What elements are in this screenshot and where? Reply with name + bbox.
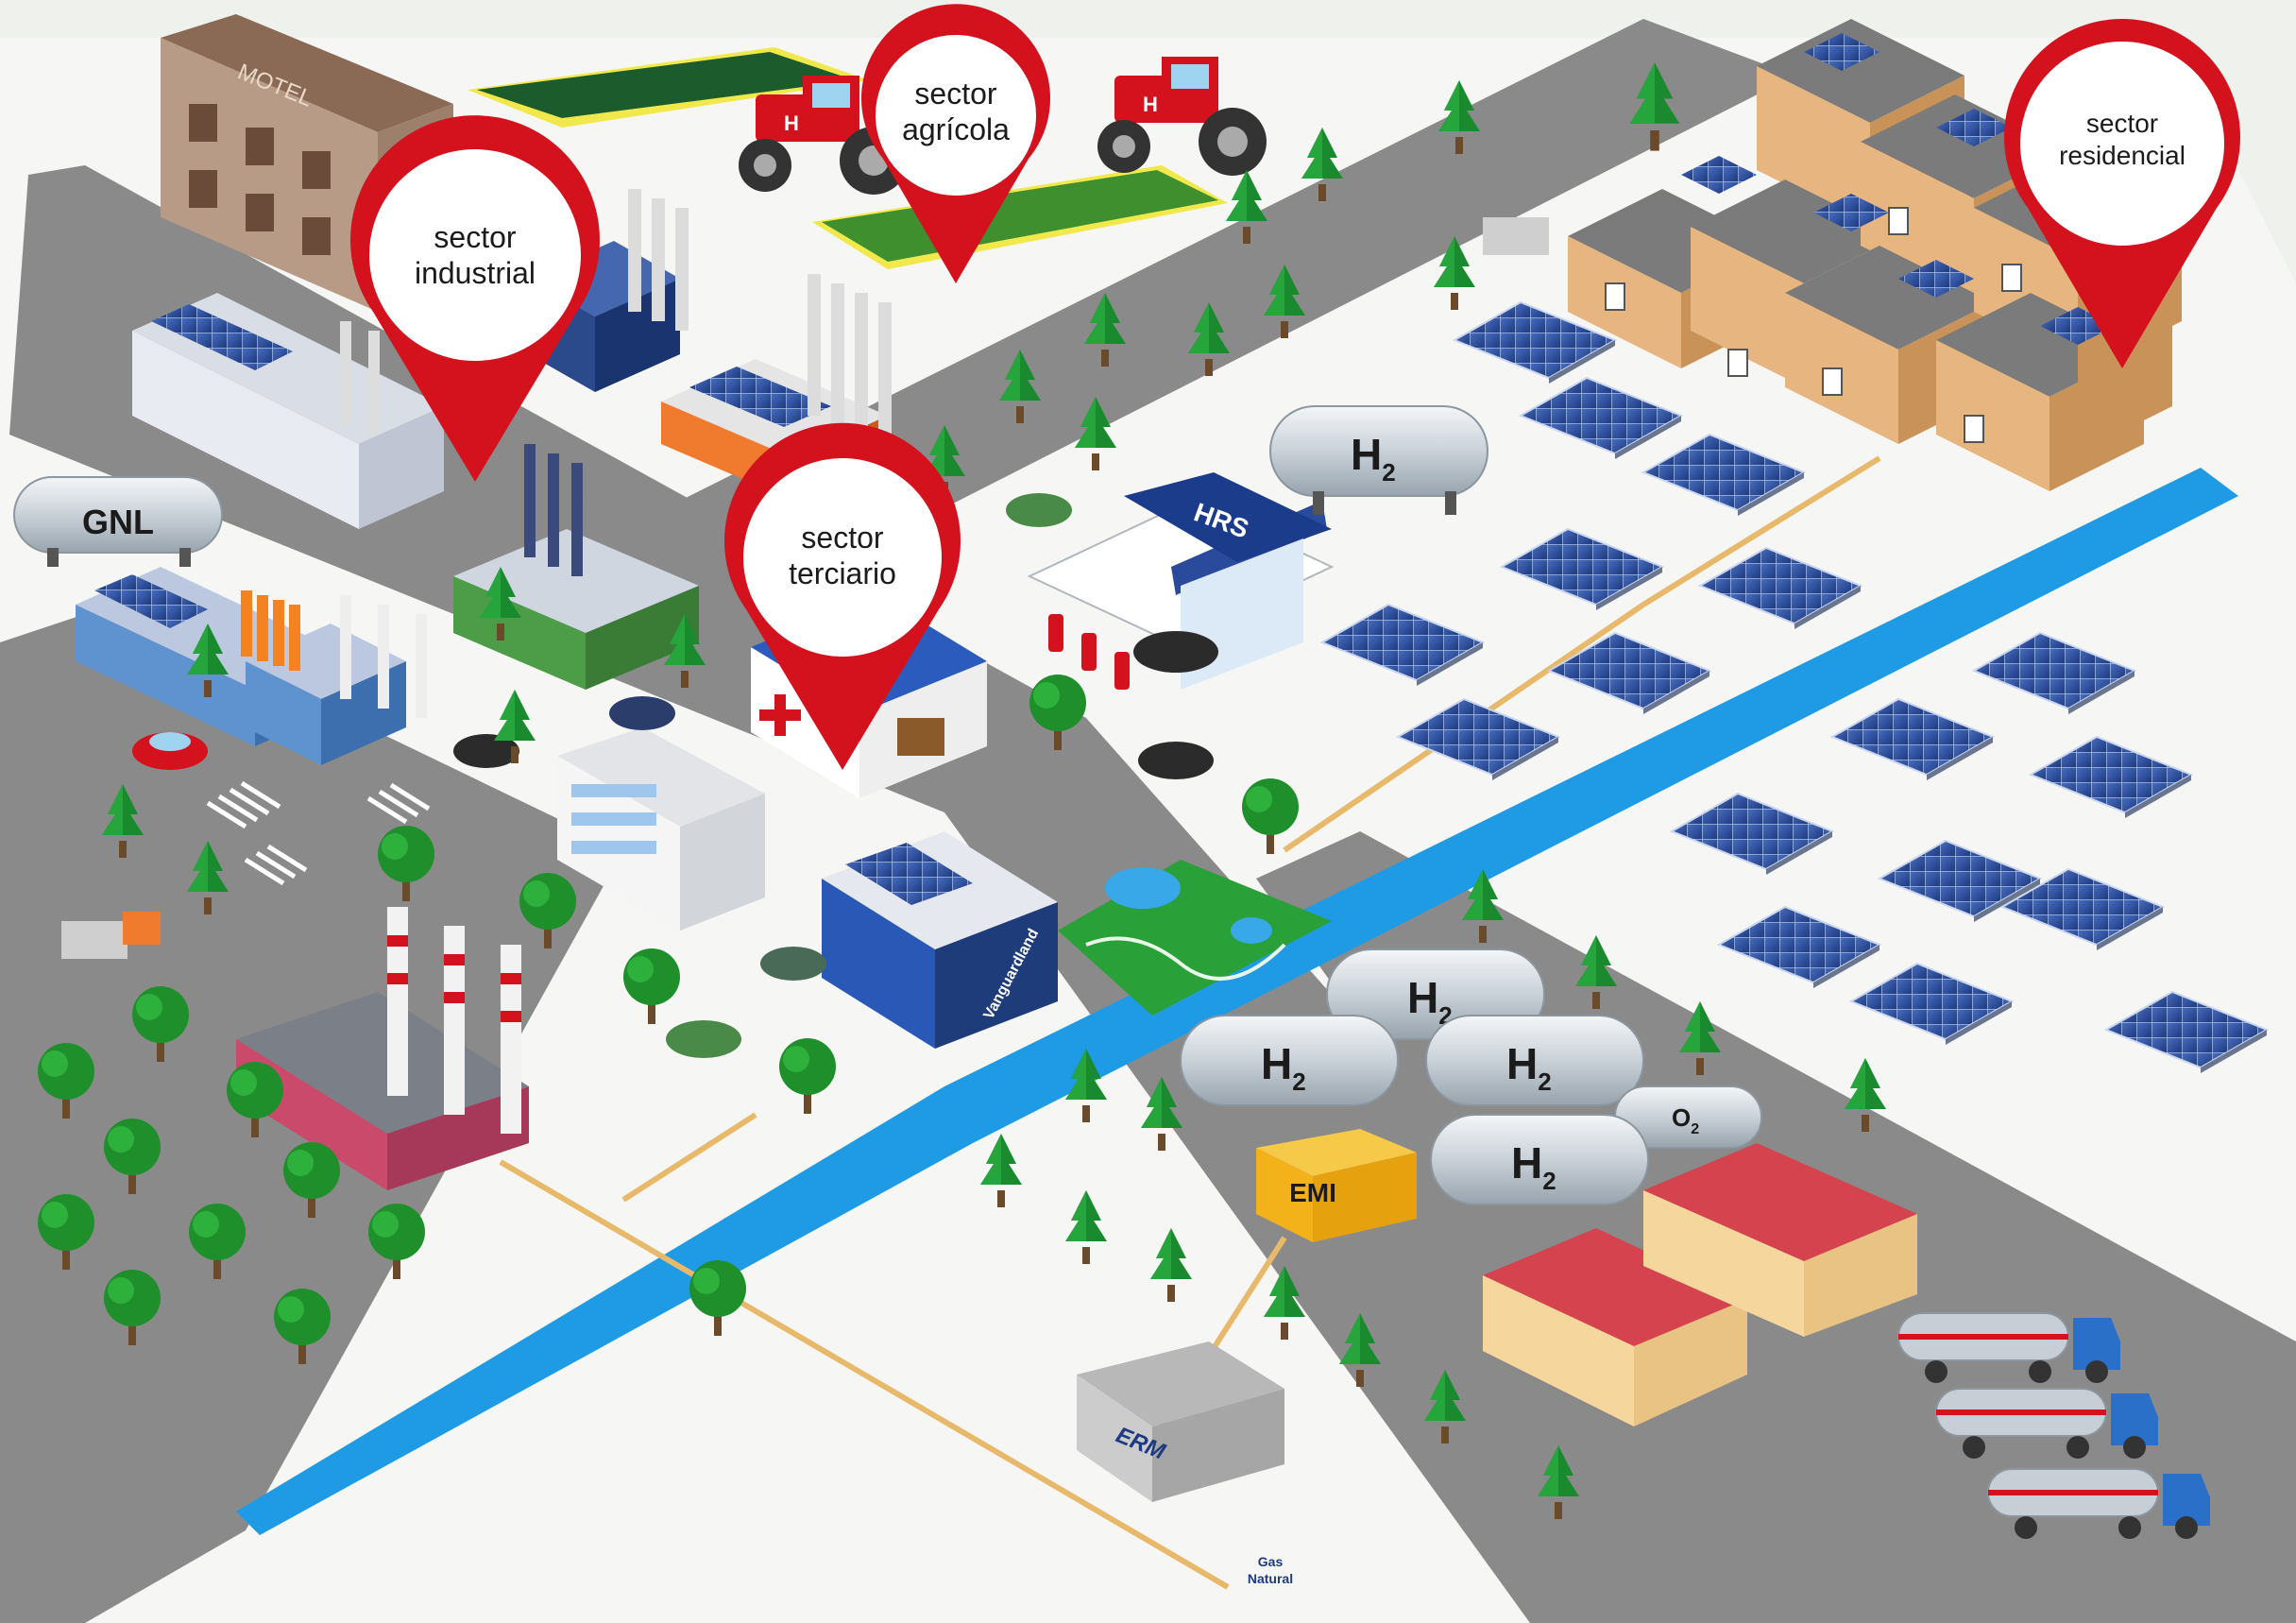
- o2-label: O: [1672, 1103, 1691, 1132]
- h2-subscript: 2: [1382, 458, 1395, 487]
- pin-agricola-line1: sector: [914, 77, 996, 111]
- hospital-icon: Vanguardland: [557, 595, 1058, 1049]
- gnl-label: GNL: [82, 503, 154, 541]
- svg-text:O2: O2: [1672, 1103, 1699, 1137]
- warehouses: [1483, 1143, 1917, 1427]
- car-icon: [666, 1020, 741, 1058]
- h2-label: H: [1261, 1039, 1292, 1088]
- svg-text:H2: H2: [1506, 1039, 1552, 1096]
- gnl-tank: GNL: [13, 476, 223, 567]
- hydrogen-tank-icon: H2: [1269, 405, 1488, 515]
- h2-label: H: [1407, 973, 1438, 1022]
- h2-label: H: [1506, 1039, 1538, 1088]
- car-icon: [1483, 217, 1549, 255]
- hydrogen-tank-cluster: H2 H2 H2 O2 H2: [1180, 948, 1762, 1205]
- car-icon: [61, 912, 161, 959]
- agricultural-fields: [468, 47, 1228, 269]
- hydrogen-tank-icon: H2: [1180, 1015, 1399, 1106]
- cars: [61, 217, 1549, 1058]
- tractor-icon: H: [1097, 57, 1267, 176]
- o2-subscript: 2: [1691, 1121, 1699, 1137]
- pin-terciario-line1: sector: [801, 521, 883, 555]
- pin-industrial-line1: sector: [434, 220, 516, 254]
- car-icon: [132, 732, 208, 770]
- h2-subscript: 2: [1292, 1068, 1305, 1096]
- crosswalks: [206, 780, 431, 886]
- h2-subscript: 2: [1538, 1068, 1551, 1096]
- tractor-h-label: H: [1143, 93, 1158, 116]
- tractor-icon: H: [739, 76, 908, 195]
- tractor-h-label: H: [784, 111, 799, 135]
- pin-terciario-line2: terciario: [789, 556, 896, 590]
- svg-text:H2: H2: [1261, 1039, 1306, 1096]
- svg-text:H2: H2: [1511, 1138, 1556, 1195]
- pin-residencial-line2: residencial: [2059, 141, 2185, 170]
- emi-container: EMI: [1256, 1129, 1417, 1242]
- car-icon: [1138, 742, 1214, 779]
- pin-residencial-line1: sector: [2086, 109, 2158, 138]
- pin-agricola-line2: agrícola: [902, 112, 1010, 146]
- pin-industrial-line2: industrial: [415, 256, 536, 290]
- tanker-truck-icon: [1935, 1388, 2158, 1459]
- car-icon: [609, 696, 675, 730]
- pin-sector-residencial[interactable]: sector residencial: [2004, 19, 2241, 369]
- car-icon: [1133, 631, 1218, 673]
- oxygen-tank: O2: [1614, 1085, 1762, 1149]
- park: [1058, 860, 1332, 1016]
- hydrogen-tank-icon: H2: [1430, 1114, 1649, 1205]
- hydrogen-tank-icon: H2: [1425, 1015, 1644, 1106]
- h2-label: H: [1351, 430, 1382, 479]
- emi-label: EMI: [1289, 1178, 1336, 1207]
- erm-station: ERM: [1077, 1341, 1284, 1502]
- car-icon: [1006, 493, 1072, 527]
- car-icon: [453, 734, 519, 768]
- tanker-truck-icon: [1897, 1312, 2120, 1383]
- h2-subscript: 2: [1542, 1167, 1556, 1195]
- tanker-truck-icon: [1987, 1468, 2210, 1539]
- svg-text:H2: H2: [1351, 430, 1396, 487]
- gas-natural-line2: Natural: [1248, 1571, 1293, 1586]
- h2-label: H: [1511, 1138, 1542, 1187]
- gas-natural-line1: Gas: [1258, 1554, 1284, 1569]
- car-icon: [760, 947, 826, 981]
